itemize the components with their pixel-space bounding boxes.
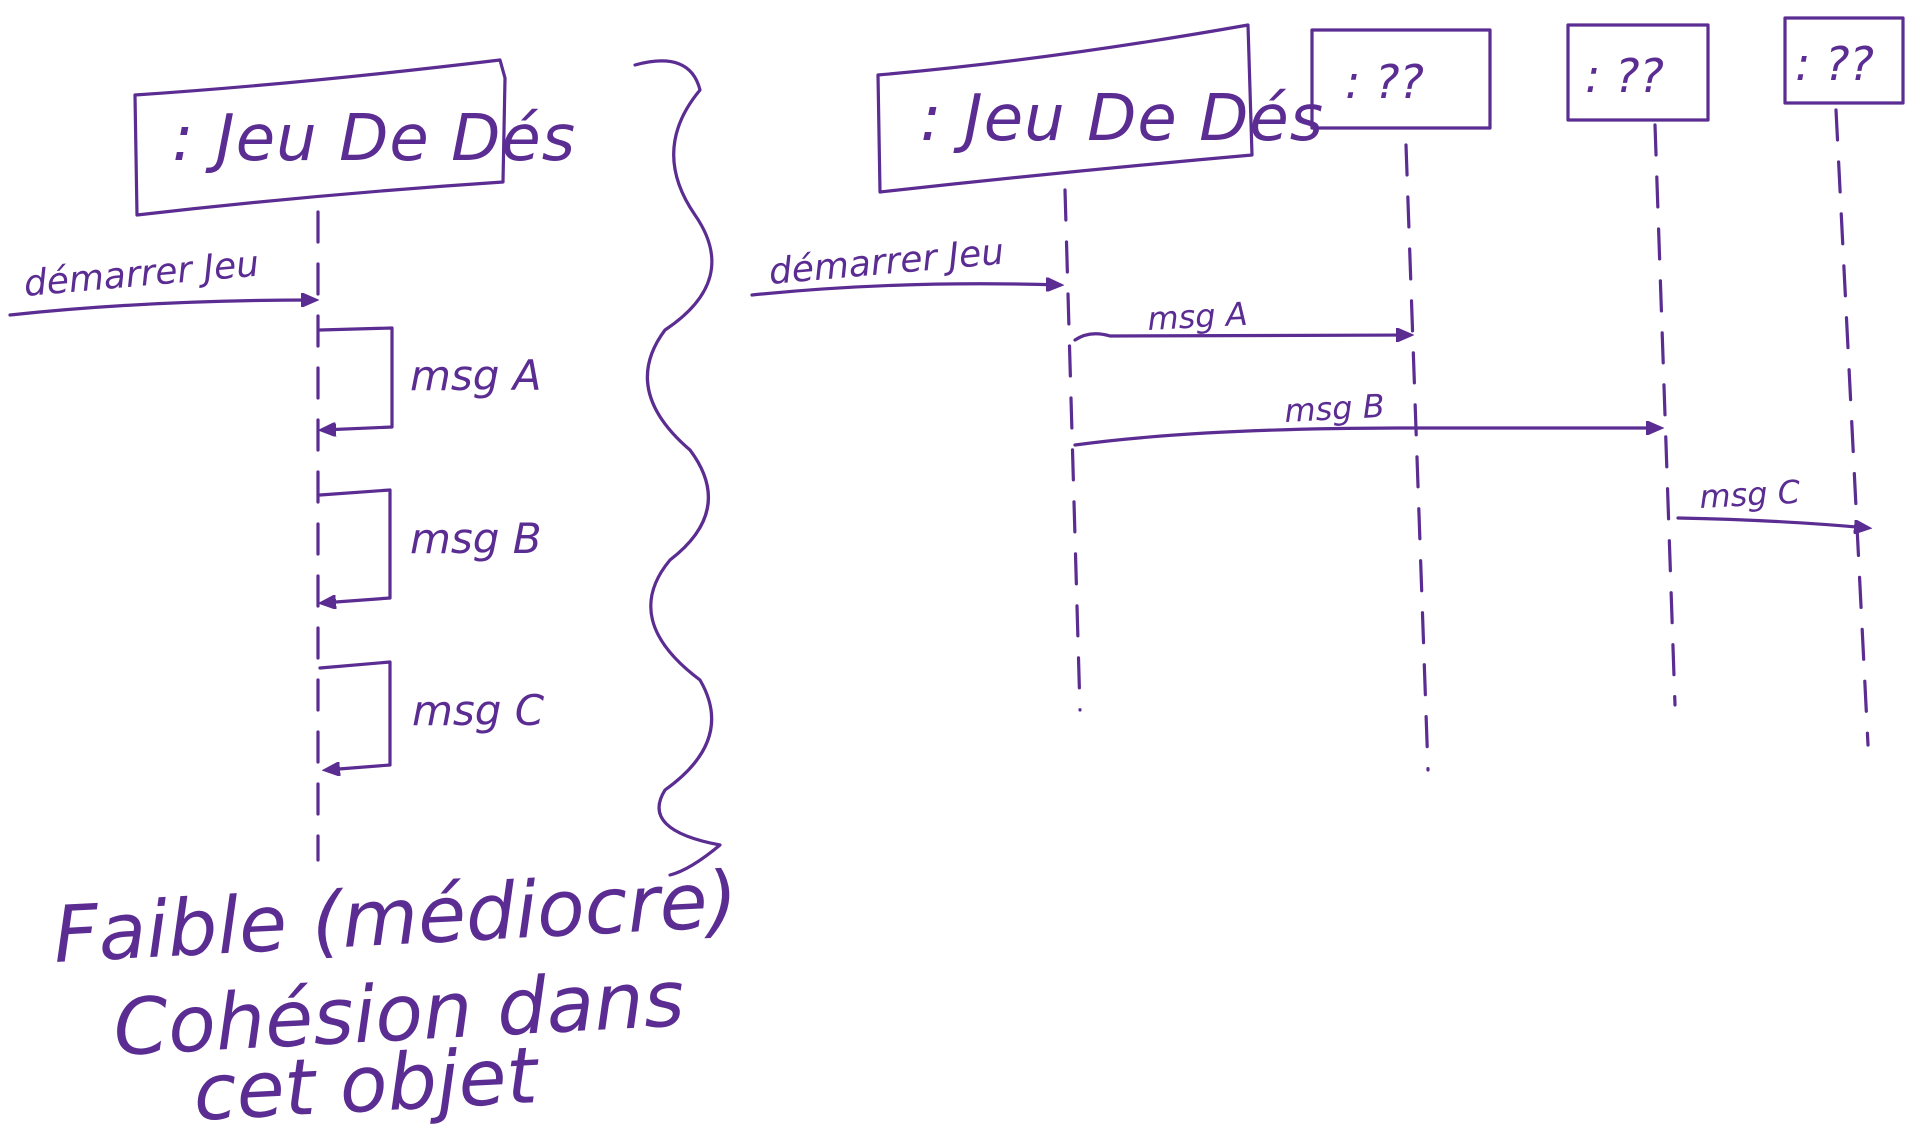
right-jeudedes-label: : Jeu De Dés: [920, 82, 1324, 156]
unknown-object-lifeline-1: [1404, 143, 1430, 772]
left-start-label: démarrer Jeu: [22, 244, 260, 305]
unknown-object-lifeline-3: [1834, 108, 1870, 747]
left-jeudedes-box: [133, 58, 507, 217]
unknown-object-label-2: : ??: [1585, 49, 1664, 103]
right-msg-a-label: msg A: [1146, 295, 1248, 338]
right-start-arrow: [750, 284, 1060, 297]
left-self-message-c: [318, 660, 392, 770]
right-msg-a-arrow: [1073, 334, 1410, 340]
left-sequence-diagram: : Jeu De Dés démarrer Jeu msg A msg B ms…: [8, 58, 740, 1134]
left-note-line-3: cet objet: [191, 1031, 541, 1134]
unknown-object-lifeline-2: [1653, 123, 1677, 707]
unknown-object-box-3: [1783, 16, 1905, 105]
right-msg-c-label: msg C: [1698, 473, 1801, 516]
right-msg-b-label: msg B: [1283, 387, 1385, 430]
right-sequence-diagram: : Jeu De Dés : ?? : ?? : ?? démarrer Jeu…: [750, 16, 1905, 772]
unknown-object-label-1: : ??: [1345, 55, 1424, 109]
left-jeudedes-label: : Jeu De Dés: [172, 102, 576, 176]
right-msg-c-arrow: [1676, 516, 1868, 528]
left-start-arrow: [8, 300, 315, 317]
unknown-object-box-1: [1310, 28, 1492, 130]
separator-wavy-line: [633, 59, 722, 877]
left-self-message-b: [320, 488, 392, 603]
right-msg-b-arrow: [1073, 428, 1660, 447]
left-self-message-a: [320, 326, 394, 430]
unknown-object-box-2: [1566, 23, 1710, 122]
left-msg-c-label: msg C: [412, 686, 545, 735]
right-jeudedes-box: [876, 23, 1254, 194]
unknown-object-label-3: : ??: [1795, 37, 1874, 91]
left-msg-a-label: msg A: [410, 351, 542, 400]
right-jeudedes-lifeline: [1063, 188, 1082, 712]
left-msg-b-label: msg B: [410, 514, 542, 563]
